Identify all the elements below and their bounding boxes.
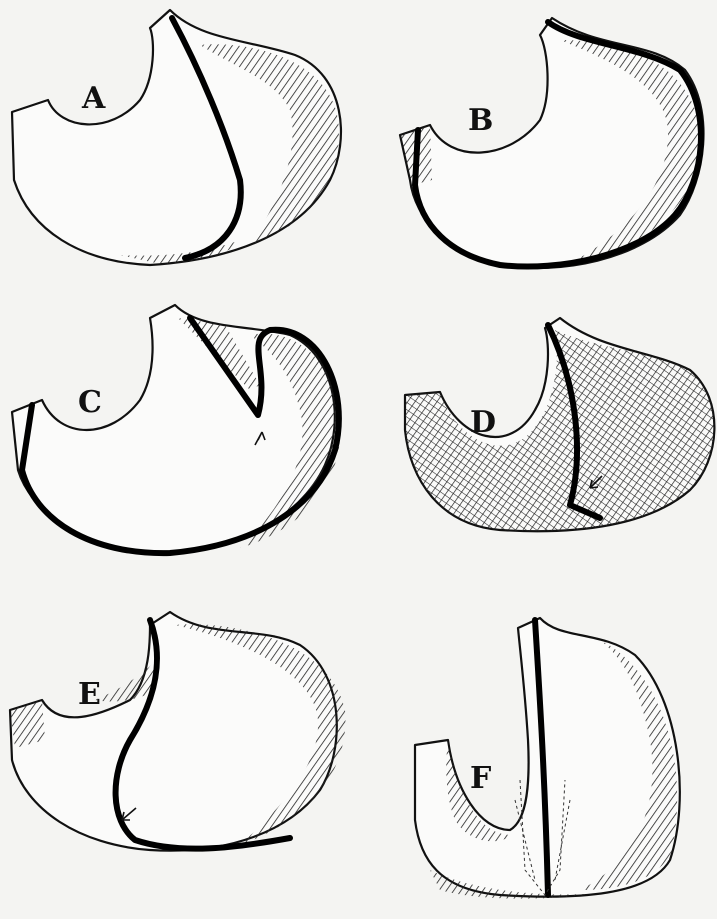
panel-label-d: D [470,405,496,440]
panel-label-a: A [81,81,106,116]
panel-a: A [12,10,341,265]
panel-c: C [12,305,340,553]
shading-e-left [10,700,45,748]
panel-b: B [400,18,704,268]
panel-label-f: F [470,761,491,796]
panel-e: E [10,612,345,851]
panel-d: D [405,318,714,531]
panel-f: F [415,618,680,899]
panel-label-e: E [78,677,101,712]
panel-label-c: C [78,385,102,420]
stomach-outline-a [12,10,341,265]
panel-label-b: B [468,103,493,138]
